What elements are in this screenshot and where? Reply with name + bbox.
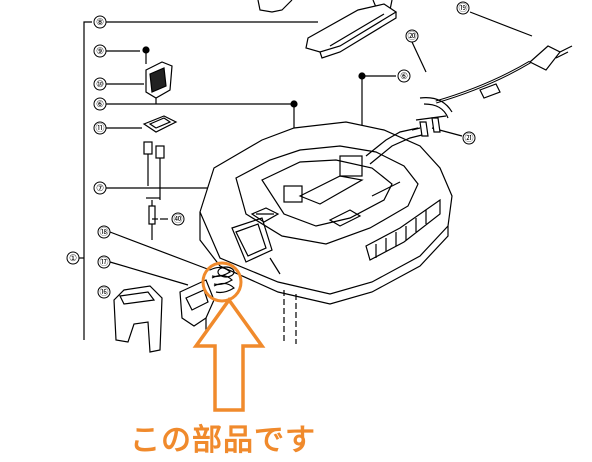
callout-16: ⑯ bbox=[97, 285, 111, 299]
leader-17 bbox=[109, 261, 189, 286]
callout-9: ⑨ bbox=[93, 44, 107, 58]
callout-10: ⑩ bbox=[93, 77, 107, 91]
internal-cable bbox=[365, 127, 419, 157]
svg-text:㉑: ㉑ bbox=[464, 133, 473, 144]
group-bracket bbox=[83, 21, 92, 340]
svg-text:㊵: ㊵ bbox=[173, 214, 182, 225]
svg-text:⑱: ⑱ bbox=[99, 227, 108, 238]
callout-11: ⑪ bbox=[93, 121, 107, 135]
callout-18: ⑱ bbox=[97, 225, 111, 239]
gasket-part bbox=[142, 115, 178, 133]
callout-1: ① bbox=[66, 251, 80, 265]
callout-21: ㉑ bbox=[462, 131, 476, 145]
cover-part bbox=[113, 285, 163, 353]
handle-part bbox=[305, 3, 398, 59]
annotation-caption: この部品です bbox=[130, 423, 316, 458]
main-housing bbox=[199, 121, 453, 344]
gasket-inner bbox=[148, 117, 172, 129]
callout-20: ⑳ bbox=[405, 29, 419, 43]
callout-17: ⑰ bbox=[97, 255, 111, 269]
svg-text:⑦: ⑦ bbox=[96, 184, 104, 194]
cable-connector bbox=[143, 141, 165, 240]
callout-6a: ⑥ bbox=[93, 97, 107, 111]
svg-text:⑰: ⑰ bbox=[99, 257, 108, 268]
pointer-arrow-icon bbox=[192, 296, 266, 412]
internal-cable-2 bbox=[369, 133, 427, 165]
svg-text:⑩: ⑩ bbox=[96, 80, 104, 90]
screw-9 bbox=[142, 46, 150, 64]
callout-6b: ⑥ bbox=[397, 69, 411, 83]
highlight-circle bbox=[201, 261, 243, 303]
svg-text:⑲: ⑲ bbox=[458, 3, 467, 14]
svg-text:⑳: ⑳ bbox=[407, 31, 416, 42]
svg-text:⑪: ⑪ bbox=[95, 123, 104, 134]
svg-text:⑥: ⑥ bbox=[400, 72, 408, 82]
top-cut-part bbox=[257, 0, 293, 13]
callout-labels: ① ⑥ ⑥ ⑦ ⑧ ⑨ ⑩ ⑪ ⑯ ⑰ ⑱ ⑲ ⑳ ㉑ ㊵ bbox=[66, 1, 476, 299]
callout-7: ⑦ bbox=[93, 181, 107, 195]
leader-20 bbox=[411, 41, 427, 73]
svg-text:⑧: ⑧ bbox=[96, 18, 104, 28]
svg-text:⑯: ⑯ bbox=[99, 287, 108, 298]
switch-part bbox=[145, 61, 173, 104]
spring-part bbox=[209, 266, 235, 294]
svg-text:①: ① bbox=[69, 254, 77, 264]
svg-text:⑥: ⑥ bbox=[96, 100, 104, 110]
crimp-terminals bbox=[411, 115, 447, 137]
callout-8: ⑧ bbox=[93, 15, 107, 29]
leader-19 bbox=[469, 11, 533, 37]
power-cord bbox=[419, 45, 573, 119]
callout-40: ㊵ bbox=[171, 212, 185, 226]
leader-18 bbox=[109, 231, 211, 271]
svg-text:⑨: ⑨ bbox=[96, 47, 104, 57]
callout-19: ⑲ bbox=[456, 1, 470, 15]
